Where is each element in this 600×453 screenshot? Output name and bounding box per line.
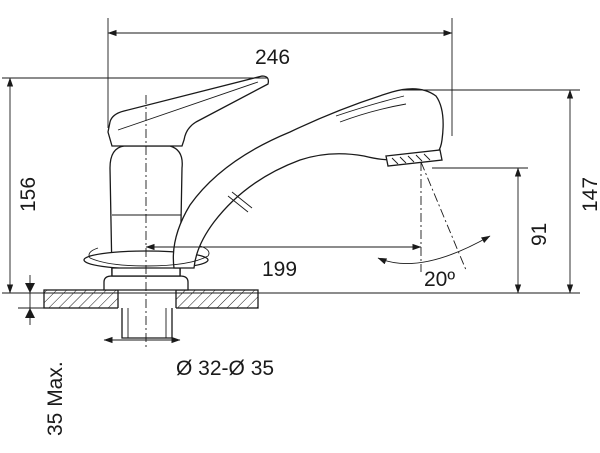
- dim-arrow-35-max-top: [25, 283, 35, 293]
- label-height-91: 91: [528, 223, 551, 246]
- dimension-labels: 246 156 147 91 199 20º Ø 32-Ø 35 35 Max.: [17, 46, 600, 436]
- label-diameter: Ø 32-Ø 35: [176, 357, 274, 380]
- label-height-156: 156: [17, 177, 40, 212]
- lever-handle: [107, 75, 270, 147]
- countertop: [43, 289, 259, 309]
- label-angle-20: 20º: [424, 268, 455, 291]
- label-height-147: 147: [579, 177, 600, 212]
- spray-head: [385, 149, 443, 167]
- label-width-246: 246: [255, 46, 290, 69]
- label-max-thickness: 35 Max.: [44, 361, 67, 436]
- dim-arc-20deg: [377, 235, 491, 265]
- faucet-shank: [121, 308, 173, 339]
- label-reach-199: 199: [262, 258, 297, 281]
- dim-arrow-35-max-bottom: [25, 308, 35, 318]
- dimension-lines: [6, 29, 574, 344]
- pull-out-spout: [172, 88, 444, 269]
